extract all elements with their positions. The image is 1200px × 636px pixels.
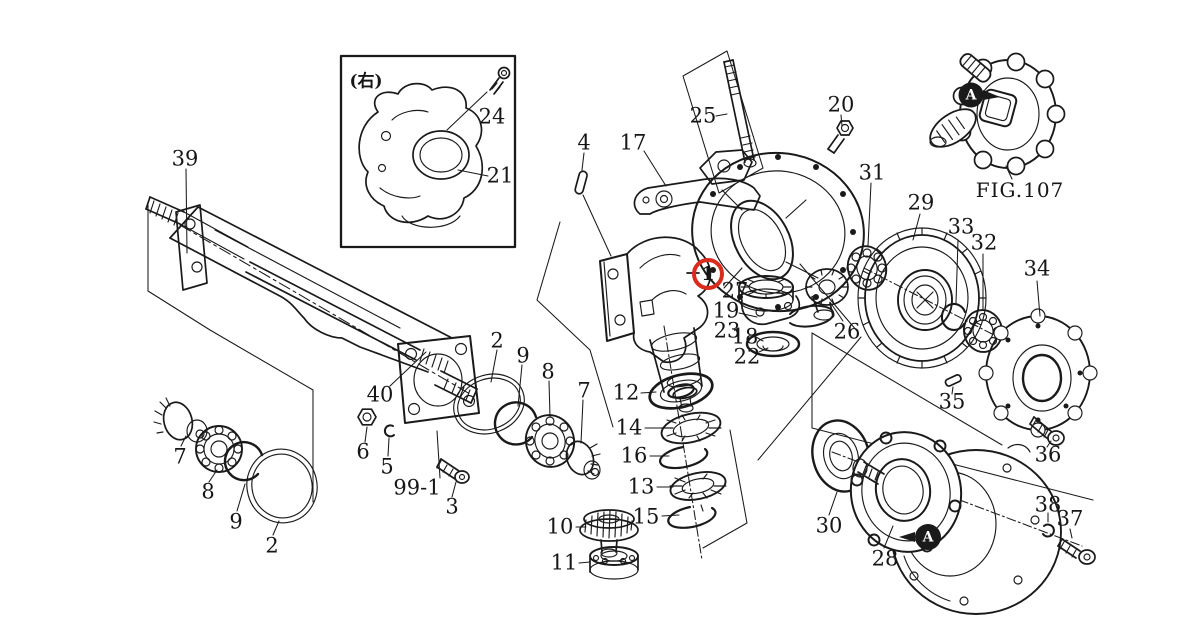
part-label-12: 12 — [612, 380, 640, 405]
part-label-14: 14 — [615, 415, 643, 440]
fig107-part — [929, 52, 1066, 180]
figure-caption: FIG.107 — [975, 178, 1065, 202]
part-label-30: 30 — [815, 513, 843, 538]
part-label-28: 28 — [871, 546, 899, 571]
part-label-11: 11 — [550, 550, 578, 575]
seal-stack — [738, 275, 835, 358]
part-label-34: 34 — [1023, 256, 1051, 281]
ref-circle-1: 1 — [692, 258, 724, 290]
part-label-20: 20 — [827, 92, 855, 117]
part-label-16: 16 — [620, 443, 648, 468]
part-label-32: 32 — [970, 230, 998, 255]
part-label-38: 38 — [1034, 492, 1062, 517]
part-label-8: 8 — [201, 479, 215, 504]
part-label-3: 3 — [445, 494, 459, 519]
part-label-40: 40 — [366, 382, 394, 407]
part-label-7: 7 — [577, 378, 591, 403]
part-label-9: 9 — [229, 509, 243, 534]
part-label-99-1: 99-1 — [393, 475, 441, 500]
part-label-2: 2 — [265, 533, 279, 558]
part-label-8: 8 — [541, 359, 555, 384]
part-label-33: 33 — [947, 214, 975, 239]
hub-group — [811, 419, 1096, 615]
part-label-29: 29 — [907, 190, 935, 215]
cluster-left — [153, 397, 318, 536]
part-label-4: 4 — [577, 130, 591, 155]
part-label-35: 35 — [938, 389, 966, 414]
part-label-5: 5 — [380, 454, 394, 479]
part-label-21: 21 — [486, 163, 514, 188]
part-label-19: 19 — [712, 298, 740, 323]
part-label-24: 24 — [478, 104, 506, 129]
part-label-36: 36 — [1034, 442, 1062, 467]
part-label-10: 10 — [546, 514, 574, 539]
part-label-2: 2 — [490, 328, 504, 353]
part-label-26: 26 — [833, 319, 861, 344]
inset-box — [339, 54, 517, 249]
part-label-18: 18 — [731, 324, 759, 349]
gear-train — [805, 182, 1098, 448]
axle-housing — [145, 168, 480, 498]
part-label-6: 6 — [356, 439, 370, 464]
knuckle — [574, 152, 712, 413]
part-label-37: 37 — [1056, 506, 1084, 531]
part-label-15: 15 — [632, 504, 660, 529]
part-label-31: 31 — [858, 160, 886, 185]
part-label-7: 7 — [173, 444, 187, 469]
balloon-a: A — [922, 529, 934, 545]
part-label-23: 23 — [713, 318, 741, 343]
cluster-mid — [453, 349, 601, 480]
inset-side-label: (右) — [349, 71, 383, 92]
part-label-25: 25 — [689, 103, 717, 128]
part-label-9: 9 — [516, 343, 530, 368]
part-label-22: 22 — [733, 344, 761, 369]
part-label-13: 13 — [627, 474, 655, 499]
kingpin-stack — [575, 325, 727, 580]
part-label-27: 27 — [721, 278, 749, 303]
balloon-a: A — [965, 87, 977, 103]
part-label-17: 17 — [619, 130, 647, 155]
part-label-39: 39 — [171, 146, 199, 171]
